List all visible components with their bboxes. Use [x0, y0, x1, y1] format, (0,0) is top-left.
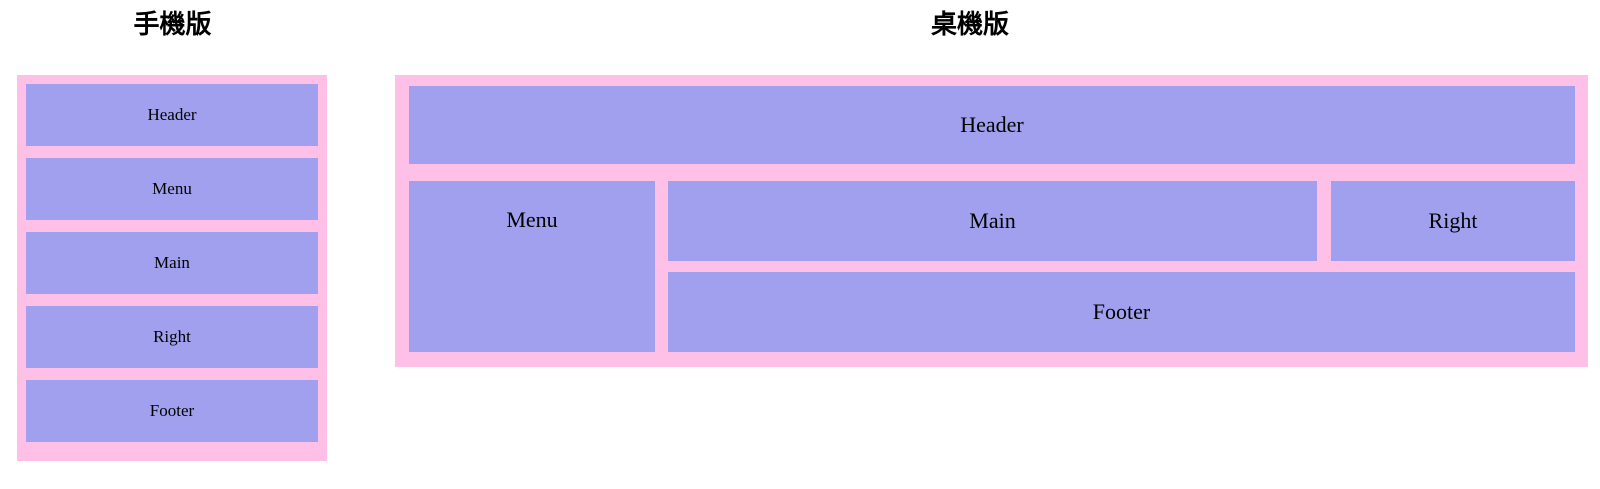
desktop-region-menu: Menu: [409, 181, 655, 352]
mobile-region-main: Main: [26, 232, 318, 294]
desktop-layout-diagram: Header Menu Main Right Footer: [395, 75, 1588, 367]
mobile-region-header: Header: [26, 84, 318, 146]
mobile-layout-title: 手機版: [133, 9, 212, 39]
desktop-region-main: Main: [668, 181, 1317, 261]
desktop-region-header: Header: [409, 86, 1575, 164]
mobile-region-footer: Footer: [26, 380, 318, 442]
desktop-region-footer: Footer: [668, 272, 1575, 352]
desktop-layout-title: 桌機版: [930, 9, 1009, 39]
mobile-region-right: Right: [26, 306, 318, 368]
desktop-region-right: Right: [1331, 181, 1575, 261]
mobile-region-menu: Menu: [26, 158, 318, 220]
mobile-layout-diagram: Header Menu Main Right Footer: [17, 75, 327, 461]
